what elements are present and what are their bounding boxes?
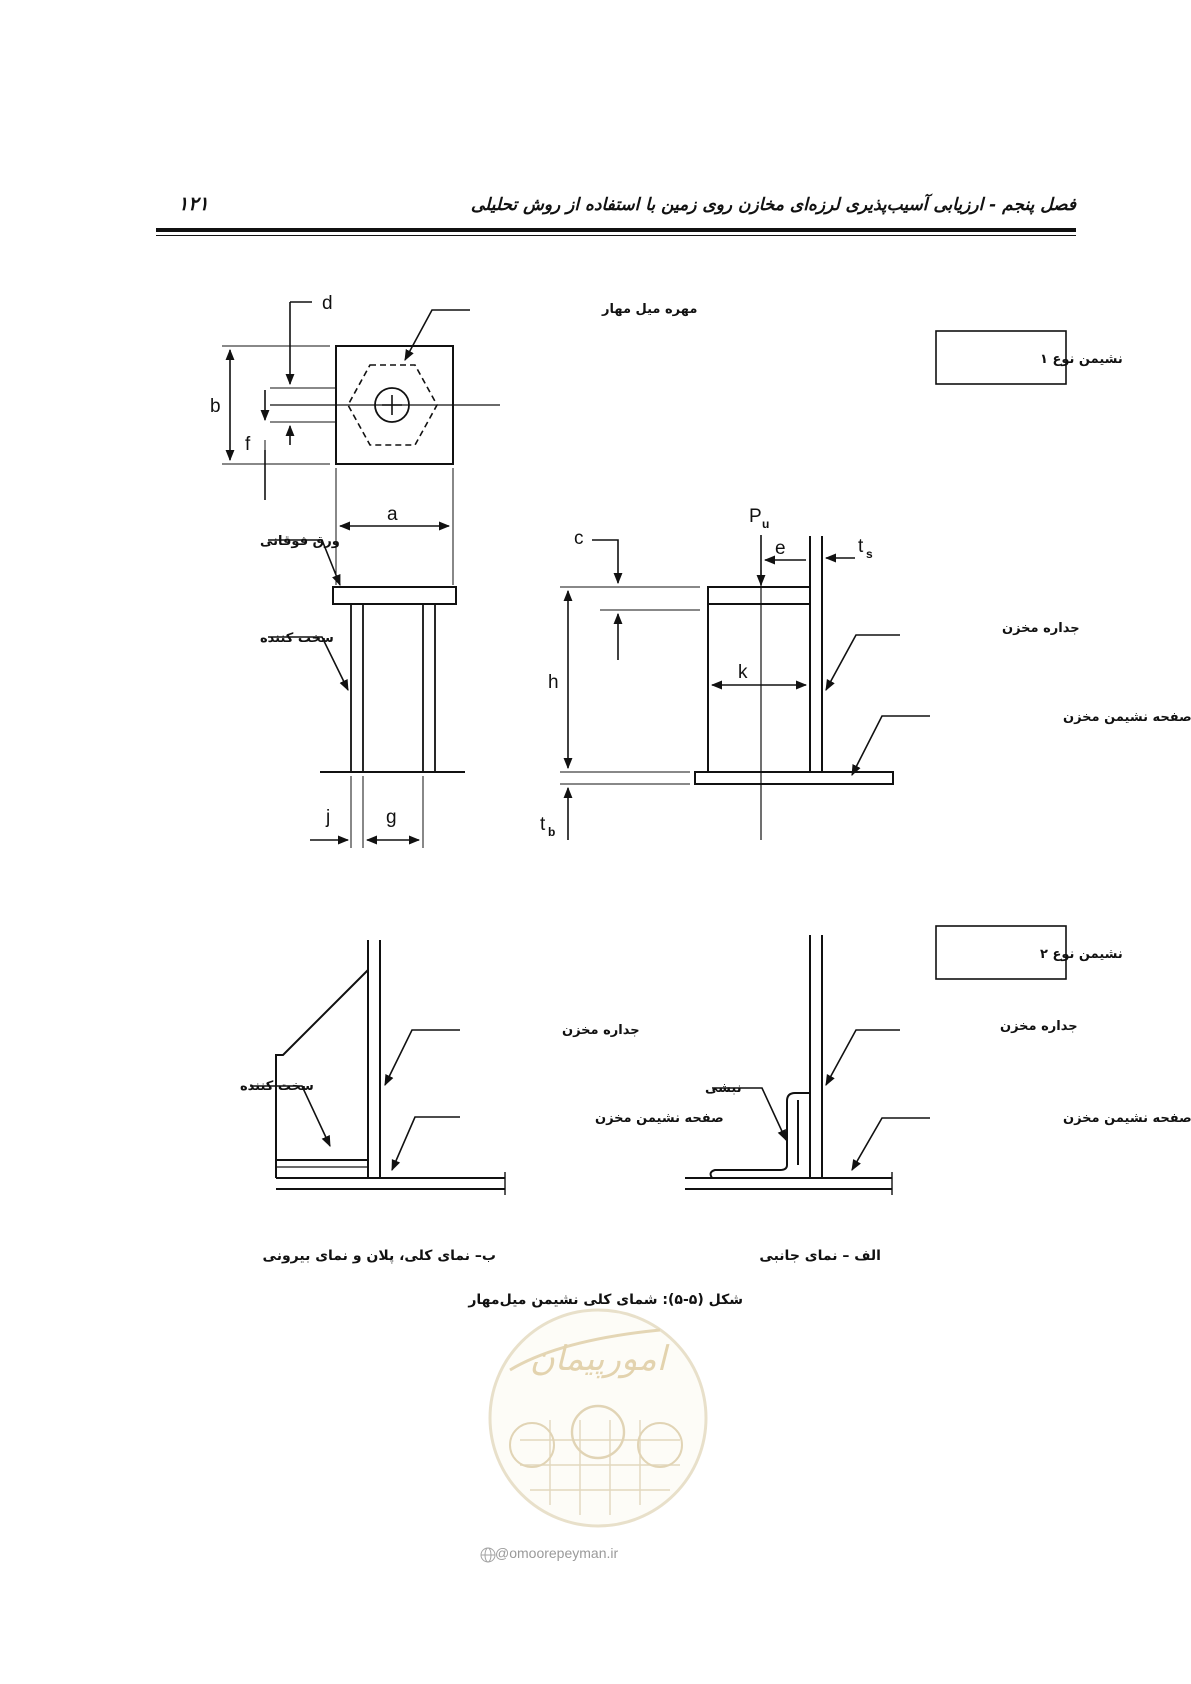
watermark-logo: امورپیمان — [488, 1308, 708, 1528]
symbol-a: a — [387, 504, 398, 525]
label-seat-plate-2b: صفحه نشیمن مخزن — [595, 1111, 724, 1126]
label-anchor-nut: مهره میل مهار — [601, 302, 697, 317]
label-top-plate: ورق فوقانی — [260, 534, 340, 549]
symbol-c: c — [574, 528, 584, 549]
header-rule-thin — [156, 235, 1076, 236]
watermark-url: @omoorepeyman.ir — [495, 1545, 619, 1561]
symbol-g: g — [386, 807, 397, 828]
type2-label: نشیمن نوع ۲ — [1040, 947, 1123, 962]
type1-plan-view — [222, 301, 500, 500]
type1-side-view — [560, 535, 930, 840]
label-angle: نبشی — [705, 1081, 742, 1096]
symbol-tb-sub: b — [548, 825, 555, 839]
symbol-e: e — [775, 538, 786, 559]
symbol-f: f — [245, 434, 251, 455]
symbol-tb: t — [540, 814, 546, 835]
symbol-ts-sub: s — [866, 547, 873, 561]
symbol-k: k — [738, 662, 748, 683]
figure-caption: شکل (۵-۵): شمای کلی نشیمن میل‌مهار — [468, 1292, 743, 1308]
type1-label: نشیمن نوع ۱ — [1040, 352, 1123, 367]
label-tank-wall-1: جداره مخزن — [1002, 621, 1080, 636]
page-number: ۱۲۱ — [178, 193, 209, 215]
subcaption-a: الف – نمای جانبی — [759, 1248, 881, 1264]
type1-label-box — [935, 330, 1067, 385]
type1-front-elevation — [268, 309, 470, 848]
type2-side-view — [685, 935, 930, 1195]
header-rule — [156, 228, 1076, 232]
symbol-j: j — [325, 807, 330, 828]
label-stiffener-2: سخت کننده — [240, 1079, 314, 1094]
symbol-h: h — [548, 672, 559, 693]
watermark-logo-text: امورپیمان — [530, 1339, 670, 1379]
symbol-b: b — [210, 396, 221, 417]
symbol-d: d — [322, 293, 333, 314]
label-tank-wall-2b: جداره مخزن — [562, 1023, 640, 1038]
globe-icon — [480, 1547, 496, 1563]
label-stiffener-1: سخت کننده — [260, 631, 334, 646]
label-seat-plate-1: صفحه نشیمن مخزن — [1063, 710, 1191, 725]
label-seat-plate-2a: صفحه نشیمن مخزن — [1063, 1111, 1191, 1126]
type2-label-box — [935, 925, 1067, 980]
subcaption-b: ب– نمای کلی، پلان و نمای بیرونی — [262, 1248, 496, 1264]
label-tank-wall-2a: جداره مخزن — [1000, 1019, 1078, 1034]
type2-general-view — [250, 940, 506, 1195]
chapter-title: فصل پنجم - ارزیابی آسیب‌پذیری لرزه‌ای مخ… — [470, 195, 1076, 215]
symbol-p: P — [749, 506, 762, 527]
symbol-p-sub: u — [762, 517, 769, 531]
symbol-ts: t — [858, 536, 864, 557]
